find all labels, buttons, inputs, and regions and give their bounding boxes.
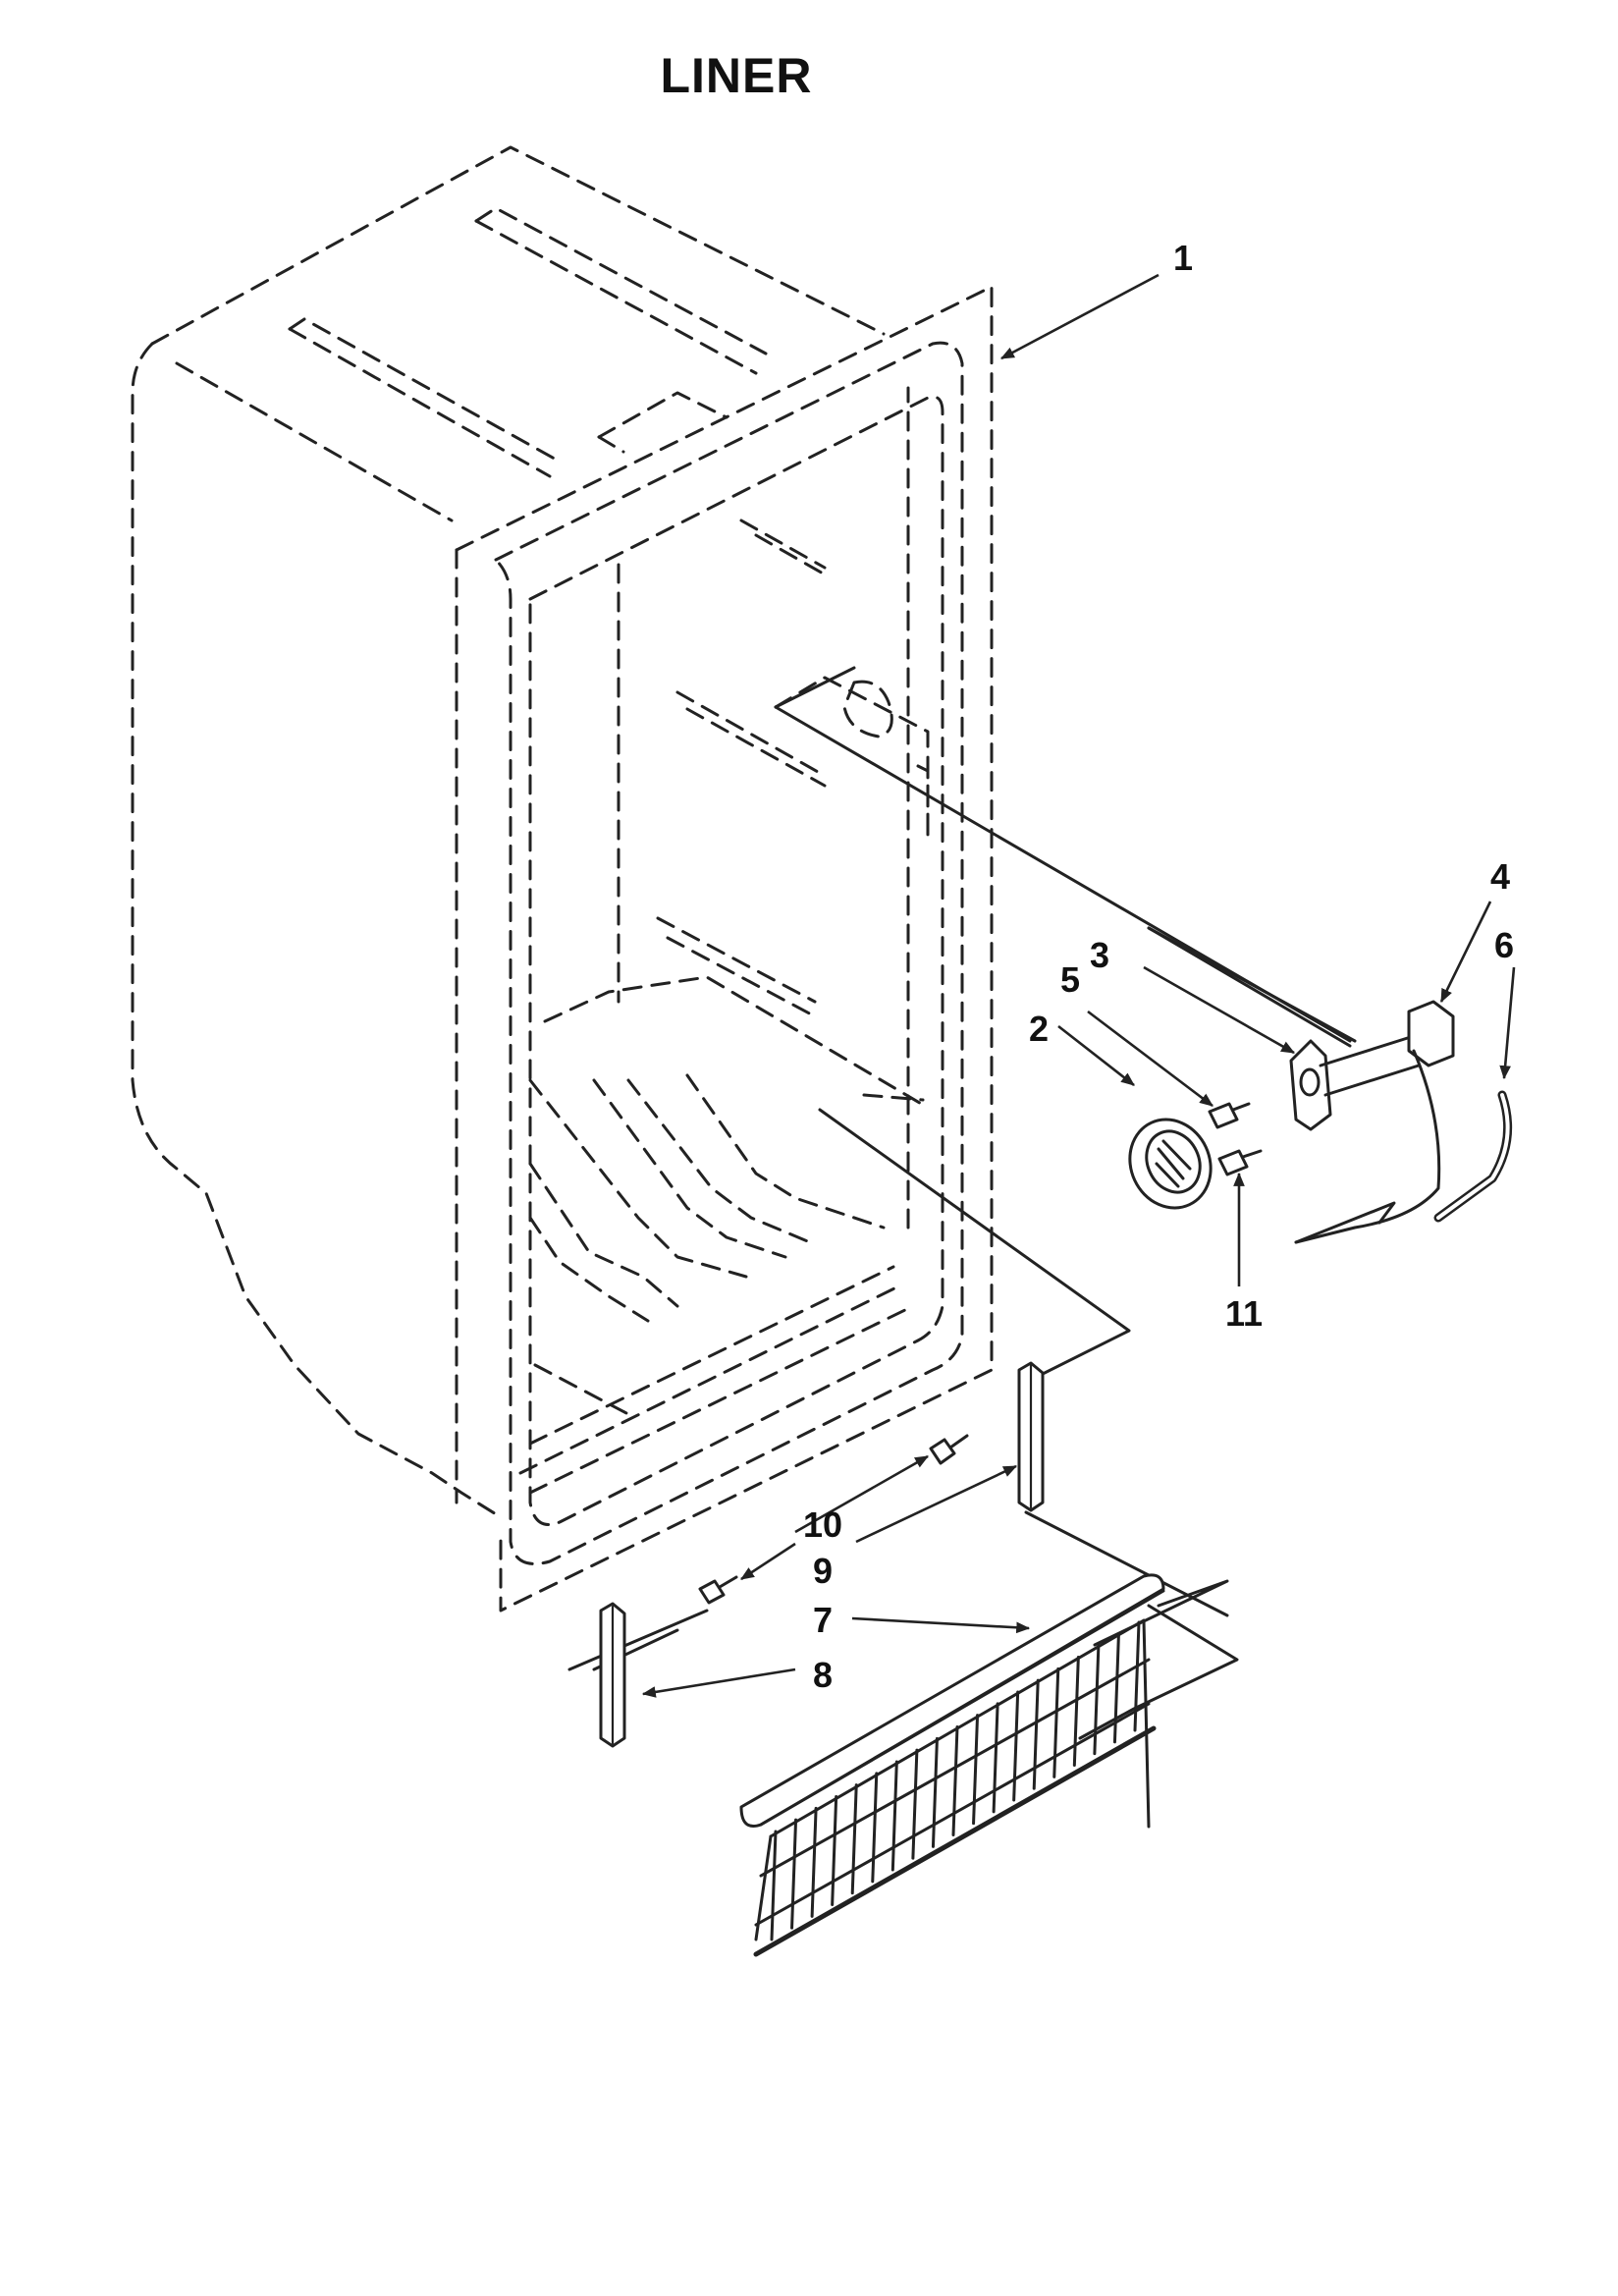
basket-wire [1032,1678,1040,1790]
screw-10-lower [698,1575,738,1605]
basket-wire [972,1714,980,1826]
thermostat-knob [1128,1118,1213,1210]
wire-basket [739,1573,1165,1957]
basket-wire [951,1725,959,1836]
callout-1: 1 [1173,238,1193,278]
basket-wire [871,1772,879,1884]
callout-3: 3 [1090,935,1109,975]
callout-2: 2 [1029,1009,1049,1049]
thermostat-control [1294,1000,1455,1244]
callout-4: 4 [1490,856,1510,897]
basket-wire [1072,1656,1080,1767]
callout-labels: 1 2 3 4 5 6 7 8 9 10 11 [803,238,1514,1695]
basket-wire [1093,1644,1101,1756]
screw-5 [1208,1102,1251,1129]
basket-wire [911,1748,919,1860]
basket-wire [810,1806,818,1918]
basket-wire [992,1702,999,1814]
drain-tube [1433,1090,1513,1223]
basket-wire [931,1736,939,1848]
callout-5: 5 [1060,959,1080,1000]
basket-wire [790,1818,798,1930]
liner-cabinet [131,145,994,1613]
callout-11: 11 [1225,1293,1263,1334]
callout-arrows [641,273,1516,1698]
basket-wire [1012,1690,1020,1802]
basket-wire [1112,1632,1120,1744]
basket-wire [770,1830,778,1941]
thermostat-leader-lines [774,666,1357,1048]
basket-wire [850,1783,858,1895]
basket-wire [1052,1667,1060,1778]
right-basket-bracket [1017,1361,1045,1512]
callout-10: 10 [803,1504,842,1545]
diagram-title: LINER [660,48,813,103]
basket-leader-lines [567,1108,1239,1740]
thermostat-bracket [1289,1039,1332,1131]
callout-6: 6 [1494,925,1514,965]
callout-8: 8 [813,1655,833,1695]
screw-11 [1217,1149,1263,1176]
left-basket-bracket [599,1602,626,1748]
callout-7: 7 [813,1600,833,1640]
basket-wire [890,1760,898,1872]
screw-10-upper [929,1434,969,1465]
basket-wire [1133,1620,1141,1732]
basket-wire [831,1795,838,1906]
callout-9: 9 [813,1551,833,1591]
